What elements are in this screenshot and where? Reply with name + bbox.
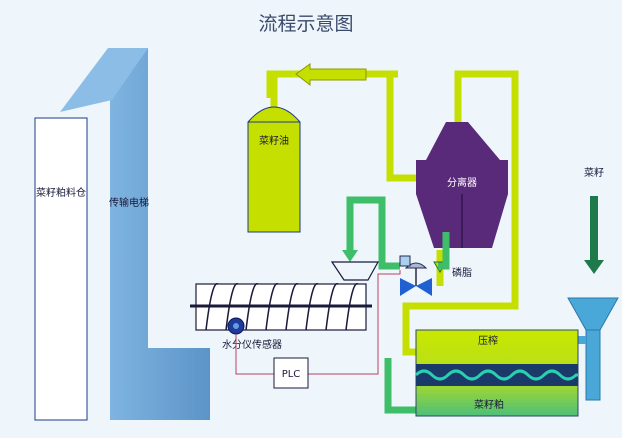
flow-arrow [295,63,367,87]
oil-tank: 菜籽油 [247,106,301,233]
control-valve [399,255,432,296]
plc-label: PLC [282,369,301,380]
meal-label: 菜籽粕 [474,398,504,411]
screw-conveyor [190,261,380,331]
green-pipes [346,196,450,414]
lecithin-label: 磷脂 [452,266,472,279]
separator: 分离器 [416,122,508,248]
seed-label: 菜籽 [584,167,604,179]
transfer-elevator: 传输电梯 [60,48,210,420]
seed-input: 菜籽 [584,167,604,274]
silo-label: 菜籽粕料仓 [36,186,86,199]
moisture-sensor: 水分仪传感器 [222,317,282,351]
meal-silo: 菜籽粕料仓 [34,117,88,421]
press-label: 压榨 [478,334,498,347]
plc-controller: PLC [235,270,401,389]
seed-hopper [567,297,619,401]
sensor-label: 水分仪传感器 [222,338,282,351]
oil-tank-label: 菜籽油 [259,134,289,147]
green-flow-arrow [342,250,358,262]
separator-label: 分离器 [447,176,477,189]
diagram-title: 流程示意图 [258,13,353,35]
elevator-label: 传输电梯 [109,196,149,209]
press-unit: 压榨 菜籽粕 [414,329,579,417]
